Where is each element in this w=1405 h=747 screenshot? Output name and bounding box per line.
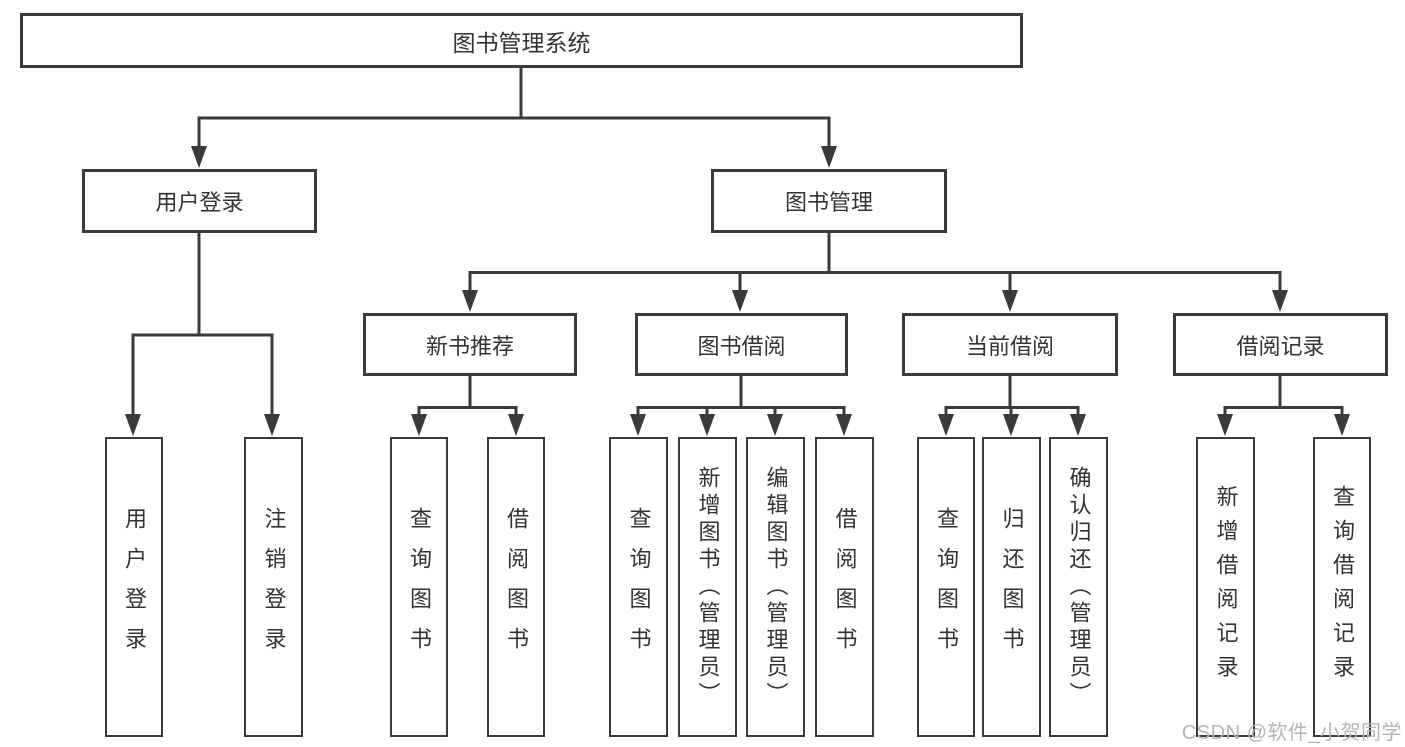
leaf-user-login: 用户登录	[105, 437, 163, 737]
leaf-borrow-books-recommend: 借阅图书	[487, 437, 545, 737]
leaf-query-borrow-record: 查询借阅记录	[1313, 437, 1371, 737]
csdn-watermark: CSDN @软件_小贺同学	[1181, 722, 1402, 744]
node-current-borrowing: 当前借阅	[902, 313, 1118, 376]
leaf-return-book: 归还图书	[982, 437, 1041, 737]
node-root-library-management-system: 图书管理系统	[20, 13, 1023, 68]
leaf-confirm-return-admin: 确认归还（管理员）	[1049, 437, 1108, 737]
arrowheads	[125, 146, 1350, 436]
leaf-add-book-admin: 新增图书（管理员）	[678, 437, 737, 737]
leaf-edit-book-admin: 编辑图书（管理员）	[746, 437, 805, 737]
leaf-logout: 注销登录	[244, 437, 303, 737]
leaf-query-books-current: 查询图书	[917, 437, 975, 737]
node-new-book-recommendation: 新书推荐	[363, 313, 577, 376]
leaf-add-borrow-record: 新增借阅记录	[1196, 437, 1255, 737]
node-borrowing-records: 借阅记录	[1173, 313, 1388, 376]
leaf-query-books-borrowing: 查询图书	[609, 437, 668, 737]
leaf-borrow-books-borrowing: 借阅图书	[815, 437, 874, 737]
node-book-borrowing: 图书借阅	[635, 313, 848, 376]
node-book-management: 图书管理	[711, 169, 947, 233]
node-user-login: 用户登录	[82, 169, 317, 233]
leaf-query-books-recommend: 查询图书	[390, 437, 448, 737]
